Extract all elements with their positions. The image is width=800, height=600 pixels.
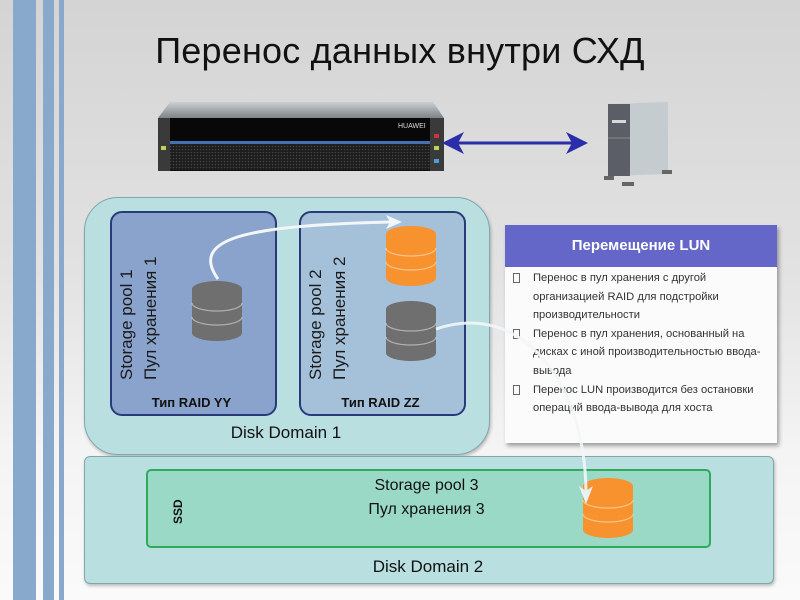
brand-label: HUAWEI: [398, 123, 426, 130]
decor-stripe: [13, 0, 36, 600]
bullet-icon: [513, 328, 520, 339]
decor-stripe: [43, 0, 54, 600]
page-title: Перенос данных внутри СХД: [155, 30, 645, 71]
pool3-name-ru: Пул хранения 3: [368, 501, 485, 518]
info-panel-header: Перемещение LUN: [505, 225, 777, 267]
pool2-name-ru: Пул хранения 2: [330, 256, 349, 380]
pool1-name-en: Storage pool 1: [117, 269, 136, 380]
bullet-icon: [513, 384, 520, 395]
disk-domain-1-label: Disk Domain 1: [230, 423, 342, 442]
host-server-icon: [604, 102, 672, 186]
pool2-raid-type: Тип RAID ZZ: [341, 395, 420, 410]
list-item: Перенос в пул хранения, основанный на ди…: [507, 325, 775, 381]
pool2-name-en: Storage pool 2: [306, 269, 325, 380]
pool3-name-en: Storage pool 3: [374, 477, 479, 494]
pool1-raid-type: Тип RAID YY: [151, 395, 232, 410]
disk-domain-2-label: Disk Domain 2: [372, 557, 484, 576]
decor-stripe: [59, 0, 64, 600]
bidirectional-arrow-icon: [442, 132, 588, 154]
storage-array-icon: HUAWEI: [158, 102, 444, 171]
info-panel-list: Перенос в пул хранения с другой организа…: [507, 269, 775, 418]
list-item: Перенос LUN производится без остановки о…: [507, 381, 775, 418]
list-item: Перенос в пул хранения с другой организа…: [507, 269, 775, 325]
pool1-name-ru: Пул хранения 1: [141, 256, 160, 380]
bullet-icon: [513, 273, 520, 283]
ssd-label: SSD: [171, 499, 185, 524]
